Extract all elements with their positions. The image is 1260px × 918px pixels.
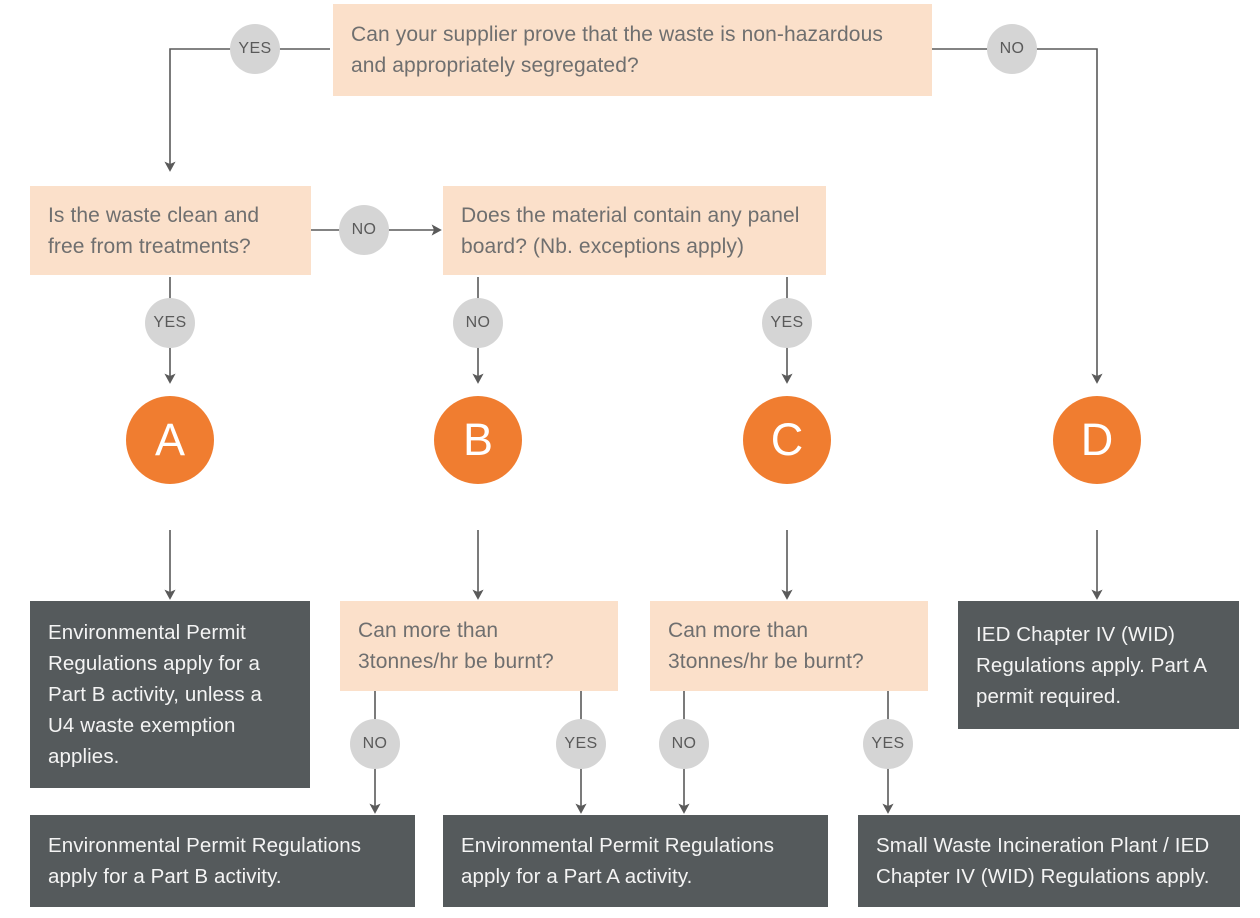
question-burn-c-text: Can more than 3tonnes/hr be burnt? bbox=[668, 619, 864, 673]
result-box-c-yes-text: Small Waste Incineration Plant / IED Cha… bbox=[876, 834, 1210, 888]
question-box-clean[interactable]: Is the waste clean and free from treatme… bbox=[30, 186, 311, 275]
branch-label-burn-b-no-text: NO bbox=[362, 735, 388, 752]
branch-label-clean-no[interactable]: NO bbox=[339, 205, 389, 255]
result-box-b-yes-text: Environmental Permit Regulations apply f… bbox=[461, 834, 775, 888]
branch-label-burn-b-yes[interactable]: YES bbox=[556, 719, 606, 769]
branch-label-panel-yes-text: YES bbox=[770, 314, 804, 331]
branch-label-panel-yes[interactable]: YES bbox=[762, 298, 812, 348]
result-box-d-text: IED Chapter IV (WID) Regulations apply. … bbox=[976, 622, 1207, 708]
result-box-b-no[interactable]: Environmental Permit Regulations apply f… bbox=[30, 815, 415, 907]
branch-label-clean-yes-text: YES bbox=[153, 314, 187, 331]
branch-label-clean-yes[interactable]: YES bbox=[145, 298, 195, 348]
branch-label-burn-b-no[interactable]: NO bbox=[350, 719, 400, 769]
branch-label-burn-c-no-text: NO bbox=[671, 735, 697, 752]
branch-label-burn-c-yes[interactable]: YES bbox=[863, 719, 913, 769]
question-box-root[interactable]: Can your supplier prove that the waste i… bbox=[333, 4, 932, 96]
question-root-text: Can your supplier prove that the waste i… bbox=[351, 23, 883, 77]
result-box-b-yes[interactable]: Environmental Permit Regulations apply f… bbox=[443, 815, 828, 907]
outcome-circle-d[interactable]: D bbox=[1053, 396, 1141, 484]
outcome-circle-c[interactable]: C bbox=[743, 396, 831, 484]
branch-label-root-no[interactable]: NO bbox=[987, 24, 1037, 74]
outcome-circle-a[interactable]: A bbox=[126, 396, 214, 484]
branch-label-clean-no-text: NO bbox=[351, 221, 377, 238]
result-box-d[interactable]: IED Chapter IV (WID) Regulations apply. … bbox=[958, 601, 1239, 729]
branch-label-burn-b-yes-text: YES bbox=[564, 735, 598, 752]
branch-label-root-yes[interactable]: YES bbox=[230, 24, 280, 74]
branch-label-burn-c-no[interactable]: NO bbox=[659, 719, 709, 769]
question-box-panel-board[interactable]: Does the material contain any panel boar… bbox=[443, 186, 826, 275]
outcome-circle-a-letter: A bbox=[154, 414, 185, 465]
outcome-circle-b-letter: B bbox=[462, 414, 493, 465]
result-box-a[interactable]: Environmental Permit Regulations apply f… bbox=[30, 601, 310, 788]
branch-label-burn-c-yes-text: YES bbox=[871, 735, 905, 752]
question-clean-text: Is the waste clean and free from treatme… bbox=[48, 203, 260, 258]
question-burn-b-text: Can more than 3tonnes/hr be burnt? bbox=[358, 619, 554, 673]
branch-label-root-no-text: NO bbox=[999, 40, 1025, 57]
result-box-a-text: Environmental Permit Regulations apply f… bbox=[48, 621, 263, 768]
branch-label-root-yes-text: YES bbox=[238, 40, 272, 57]
question-box-burn-b[interactable]: Can more than 3tonnes/hr be burnt? bbox=[340, 601, 618, 691]
outcome-circle-c-letter: C bbox=[770, 414, 804, 465]
question-box-burn-c[interactable]: Can more than 3tonnes/hr be burnt? bbox=[650, 601, 928, 691]
result-box-c-yes[interactable]: Small Waste Incineration Plant / IED Cha… bbox=[858, 815, 1240, 907]
outcome-circle-b[interactable]: B bbox=[434, 396, 522, 484]
branch-label-panel-no[interactable]: NO bbox=[453, 298, 503, 348]
branch-label-panel-no-text: NO bbox=[465, 314, 491, 331]
outcome-circle-d-letter: D bbox=[1080, 414, 1114, 465]
result-box-b-no-text: Environmental Permit Regulations apply f… bbox=[48, 834, 362, 888]
question-panel-board-text: Does the material contain any panel boar… bbox=[461, 203, 800, 258]
